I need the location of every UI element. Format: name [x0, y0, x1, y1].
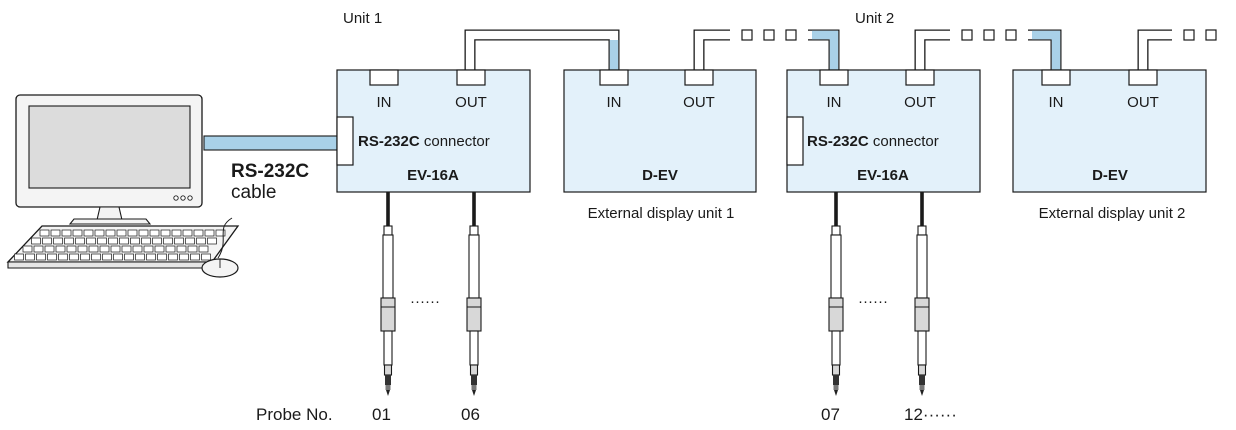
unit-1-label: Unit 1 [343, 10, 382, 27]
ev16a-unit-2 [786, 69, 981, 193]
probe-dots-2: ······ [858, 293, 888, 310]
probe-number-01: 01 [372, 405, 391, 424]
probe-number-06: 06 [461, 405, 480, 424]
unit-1-in-label: IN [377, 94, 392, 111]
probe-number-07: 07 [821, 405, 840, 424]
unit-1-connector-label: RS-232C connector [358, 133, 490, 150]
d-ev-2-in-label: IN [1049, 94, 1064, 111]
d-ev-2-model-label: D-EV [1092, 167, 1128, 184]
probe-01-icon [380, 192, 396, 396]
link-cable-3 [914, 29, 1062, 70]
d-ev-display-1 [563, 69, 757, 193]
probe-number-12: 12······ [904, 405, 957, 424]
unit-2-connector-label: RS-232C connector [807, 133, 939, 150]
cable-label: cable [231, 182, 276, 203]
d-ev-1-model-label: D-EV [642, 167, 678, 184]
cable-label-bold: RS-232C [231, 161, 309, 182]
rs232c-cable [203, 135, 339, 151]
d-ev-display-2 [1012, 69, 1207, 193]
unit-2-label: Unit 2 [855, 10, 894, 27]
link-cable-2 [693, 29, 840, 70]
d-ev-2-out-label: OUT [1127, 94, 1159, 111]
probe-dots-1: ······ [410, 293, 440, 310]
unit-2-model-label: EV-16A [857, 167, 909, 184]
unit-1-out-label: OUT [455, 94, 487, 111]
display-caption-2: External display unit 2 [1039, 205, 1186, 222]
unit-1-model-label: EV-16A [407, 167, 459, 184]
link-cable-4 [1137, 29, 1217, 70]
ev16a-unit-1 [336, 69, 531, 193]
probe-07-icon [828, 192, 844, 396]
d-ev-1-in-label: IN [607, 94, 622, 111]
d-ev-1-out-label: OUT [683, 94, 715, 111]
computer-icon [6, 94, 240, 278]
display-caption-1: External display unit 1 [588, 205, 735, 222]
probe-12-icon [914, 192, 930, 396]
probe-number-label: Probe No. [256, 405, 333, 424]
unit-2-out-label: OUT [904, 94, 936, 111]
unit-2-in-label: IN [827, 94, 842, 111]
link-cable-1 [464, 29, 620, 70]
probe-06-icon [466, 192, 482, 396]
